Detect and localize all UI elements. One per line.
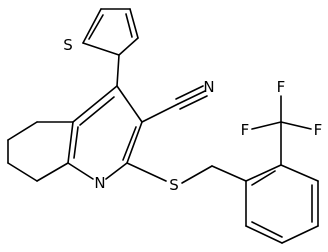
thiophene-sulfur-label: S xyxy=(63,36,73,54)
thioether-sulfur-label: S xyxy=(169,176,179,194)
thienyl-link-bond xyxy=(116,54,120,87)
fluorine-left-label: F xyxy=(241,121,250,139)
nitrile-nitrogen-label: N xyxy=(203,78,214,96)
cyclohexane-ring xyxy=(7,121,74,182)
nitrile-group xyxy=(141,85,208,123)
benzene-ring xyxy=(245,164,319,244)
thioether-chain xyxy=(126,162,247,184)
fluorine-right-label: F xyxy=(314,121,323,139)
pyridine-ring xyxy=(67,85,143,180)
thiophene-ring xyxy=(82,8,139,56)
ring-nitrogen-label: N xyxy=(94,174,105,192)
trifluoromethyl-group xyxy=(251,95,312,166)
fluorine-top-label: F xyxy=(277,78,286,96)
